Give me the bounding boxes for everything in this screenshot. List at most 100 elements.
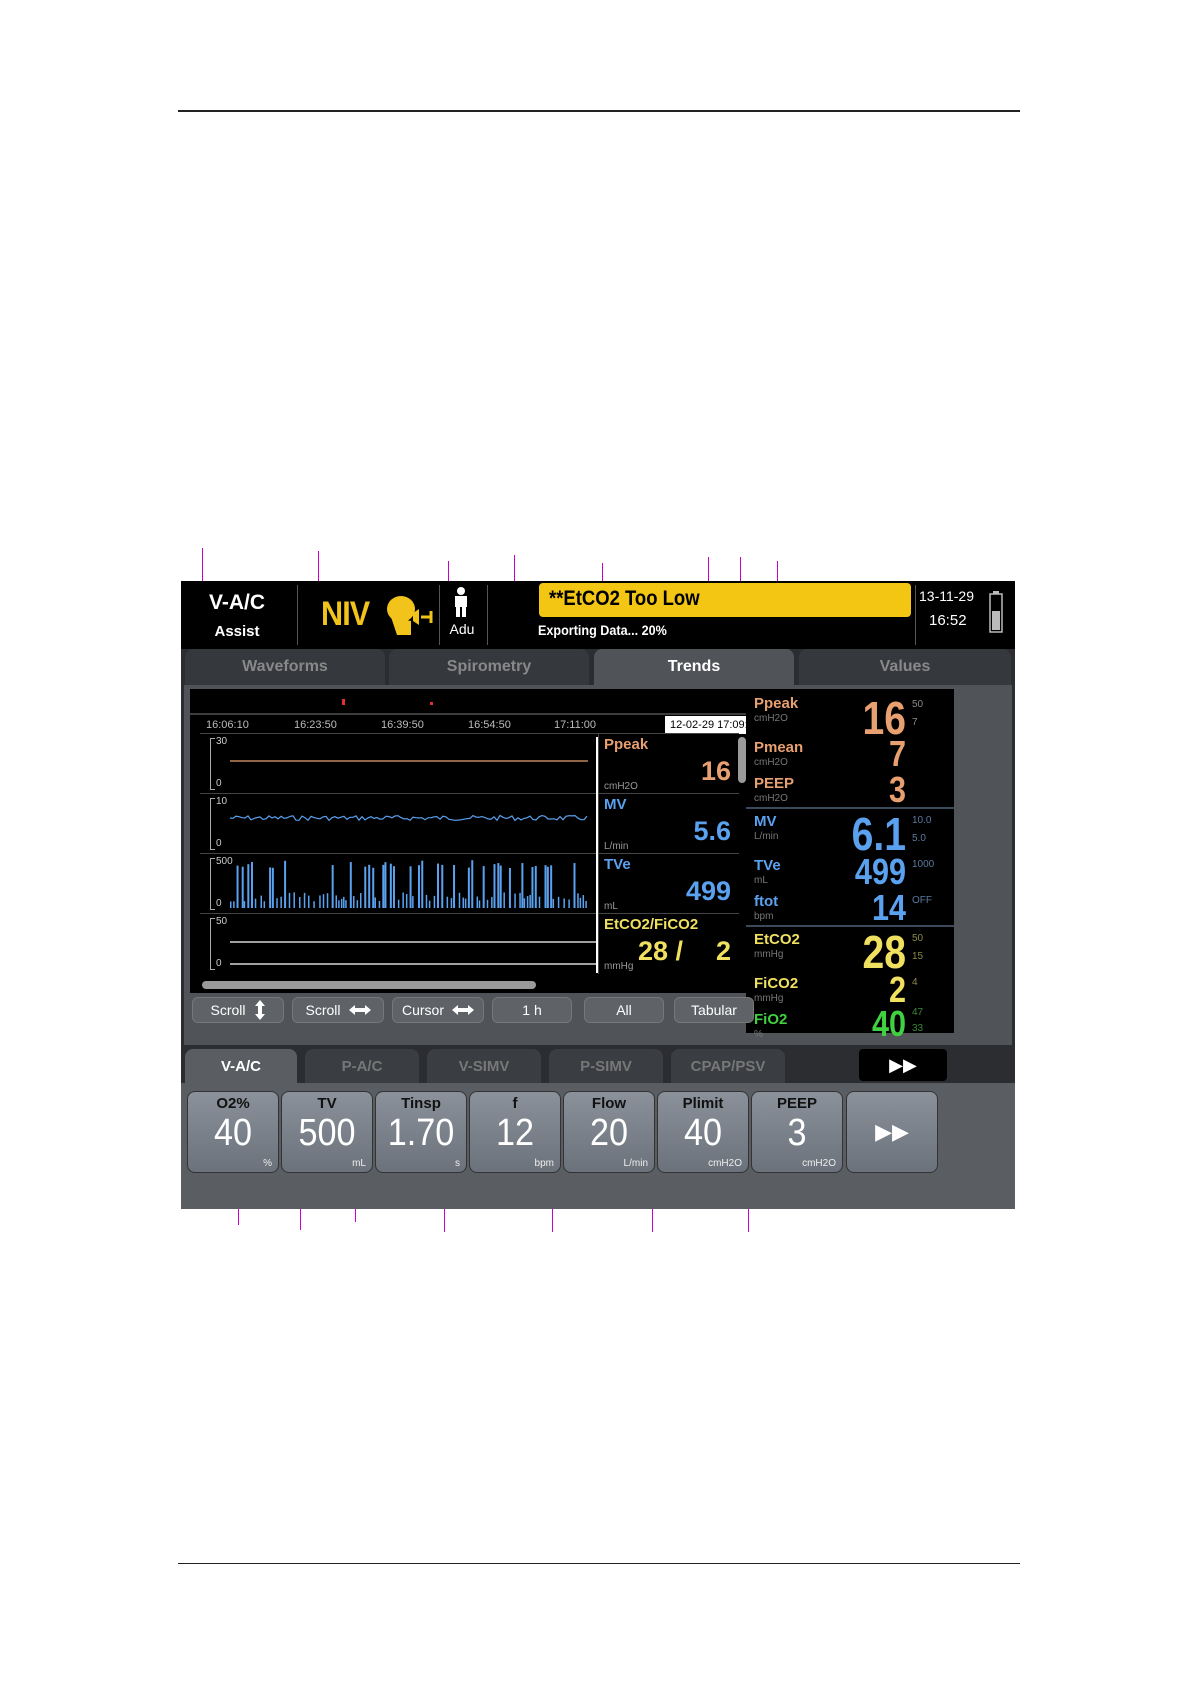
- setting-tv[interactable]: TV 500 mL: [281, 1091, 373, 1173]
- scale-min: 0: [216, 778, 222, 789]
- more-modes-button[interactable]: ▶▶: [859, 1049, 947, 1081]
- tve-trend-bar: [276, 898, 278, 908]
- trend-cursor[interactable]: [596, 737, 598, 973]
- tve-trend-bar: [382, 864, 385, 908]
- mode-tab-p-ac[interactable]: P-A/C: [305, 1049, 419, 1083]
- alarm-banner[interactable]: **EtCO2 Too Low: [539, 583, 911, 617]
- setting-flow[interactable]: Flow 20 L/min: [563, 1091, 655, 1173]
- mode-tab-v-ac[interactable]: V-A/C: [185, 1049, 297, 1083]
- scale-bracket: [210, 798, 215, 850]
- measured-unit: L/min: [754, 831, 779, 842]
- scale-max: 10: [216, 796, 228, 807]
- scale-min: 0: [216, 958, 222, 969]
- tve-trend-bar: [538, 896, 541, 908]
- trend-horizontal-scrollbar[interactable]: [202, 981, 536, 989]
- all-button[interactable]: All: [584, 997, 664, 1023]
- tab-waveforms[interactable]: Waveforms: [185, 649, 385, 685]
- ventilator-screen: V-A/C Assist NIV Adu **EtCO2 Too Low Exp…: [181, 581, 1015, 1209]
- tab-values[interactable]: Values: [799, 649, 1011, 685]
- scroll-horizontal-button[interactable]: Scroll: [292, 997, 384, 1023]
- trend-row-mv[interactable]: 10 0: [200, 793, 598, 854]
- trend-vertical-scrollbar[interactable]: [738, 737, 746, 783]
- measured-ftot-value: 14: [871, 887, 906, 928]
- tve-trend-bar: [437, 863, 440, 908]
- tve-trend-bar: [523, 898, 526, 908]
- tve-trend-bar: [421, 860, 424, 908]
- scale-bracket: [210, 738, 215, 790]
- more-settings-button[interactable]: ▶▶: [846, 1091, 938, 1173]
- tve-trend-bar: [521, 863, 524, 908]
- trend-value-mv: MV 5.6 L/min: [598, 793, 739, 854]
- tabular-label: Tabular: [691, 1002, 737, 1018]
- tve-trend-bar: [356, 900, 359, 908]
- tve-trend-bar: [531, 867, 534, 908]
- trend-row-tve[interactable]: 500 0: [200, 853, 598, 914]
- tabular-button[interactable]: Tabular: [674, 997, 754, 1023]
- tve-trend-bar: [322, 894, 325, 908]
- niv-mask-icon: [387, 596, 433, 635]
- trend-value-ppeak: Ppeak 16 cmH2O: [598, 733, 739, 794]
- tve-trend-bar: [450, 898, 453, 908]
- tve-trend-bar: [478, 900, 481, 908]
- mode-sub-label: Assist: [214, 623, 260, 640]
- tve-trend-bar: [247, 864, 250, 908]
- trend-param-name: TVe: [604, 856, 631, 873]
- tve-trend-bar: [359, 893, 362, 908]
- divider: [915, 585, 916, 645]
- tab-trends[interactable]: Trends: [594, 649, 794, 685]
- tve-trend-bar: [353, 896, 355, 908]
- measured-unit: bpm: [754, 911, 774, 922]
- tve-trend-bar: [458, 892, 461, 908]
- tve-trend-bar: [236, 865, 239, 908]
- setting-value: 40: [213, 1112, 253, 1154]
- niv-label: NIV: [321, 595, 370, 633]
- tve-trend-bar: [372, 867, 375, 908]
- tve-trend-bar: [462, 897, 465, 908]
- tve-trend-bar: [464, 898, 467, 908]
- setting-plimit[interactable]: Plimit 40 cmH2O: [657, 1091, 749, 1173]
- setting-peep[interactable]: PEEP 3 cmH2O: [751, 1091, 843, 1173]
- mode-tab-v-simv[interactable]: V-SIMV: [427, 1049, 541, 1083]
- trend-panel: 16:06:10 16:23:50 16:39:50 16:54:50 17:1…: [190, 689, 800, 993]
- setting-f[interactable]: f 12 bpm: [469, 1091, 561, 1173]
- tve-trend-bar: [428, 900, 431, 908]
- left-right-arrow-icon: [348, 1005, 371, 1015]
- tve-trend-bar: [368, 864, 371, 908]
- mode-tab-p-simv[interactable]: P-SIMV: [549, 1049, 663, 1083]
- patient-type[interactable]: Adu: [449, 621, 475, 637]
- timeline-tick: 16:06:10: [206, 719, 249, 731]
- battery-icon: [989, 591, 1003, 633]
- setting-name: Flow: [591, 1095, 627, 1112]
- tab-spirometry[interactable]: Spirometry: [389, 649, 589, 685]
- interval-button[interactable]: 1 h: [492, 997, 572, 1023]
- cursor-label: Cursor: [401, 1002, 444, 1018]
- measured-name: PEEP: [754, 775, 795, 792]
- trend-row-ppeak[interactable]: 30 0: [200, 733, 598, 794]
- measured-etco2-value: 28: [862, 926, 906, 978]
- trend-param-unit: mmHg: [604, 961, 634, 972]
- cursor-button[interactable]: Cursor: [392, 997, 484, 1023]
- tve-trend-bar: [230, 901, 232, 908]
- status-bar: V-A/C Assist NIV Adu **EtCO2 Too Low Exp…: [181, 581, 1015, 649]
- trend-row-etco2[interactable]: 50 0: [200, 913, 598, 974]
- measured-name: EtCO2: [754, 931, 800, 948]
- trend-param-name: MV: [604, 796, 627, 813]
- ventilation-mode-indicator[interactable]: V-A/C Assist: [187, 585, 287, 645]
- trend-timeline[interactable]: [190, 689, 778, 719]
- scale-bracket: [210, 858, 215, 910]
- tve-trend-bar: [486, 899, 489, 908]
- divider: [487, 585, 488, 645]
- mode-tab-cpap-psv[interactable]: CPAP/PSV: [671, 1049, 785, 1083]
- tve-trend-bar: [326, 893, 329, 908]
- setting-o2[interactable]: O2% 40 %: [187, 1091, 279, 1173]
- trend-param-name: EtCO2/FiCO2: [604, 916, 699, 933]
- setting-tinsp[interactable]: Tinsp 1.70 s: [375, 1091, 467, 1173]
- adult-patient-icon: [455, 587, 467, 617]
- trend-param-unit: L/min: [604, 841, 629, 852]
- tve-trend-bar: [233, 901, 235, 908]
- scroll-vertical-button[interactable]: Scroll: [192, 997, 284, 1023]
- tve-trend-bar: [582, 895, 585, 908]
- setting-unit: s: [455, 1158, 460, 1169]
- tve-trend-bar: [550, 865, 553, 908]
- tve-trend-bar: [335, 895, 338, 908]
